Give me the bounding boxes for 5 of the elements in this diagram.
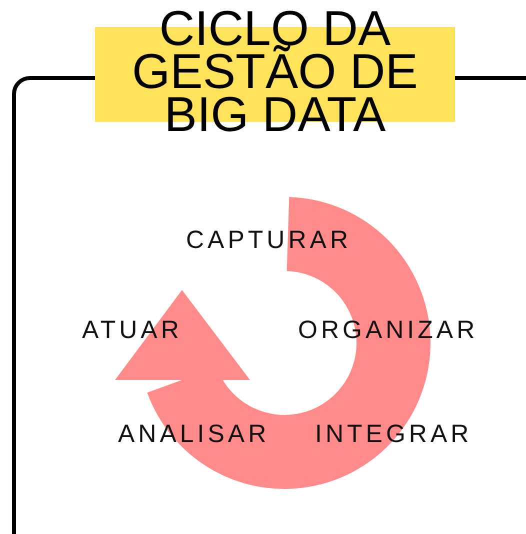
step-label: CAPTURAR bbox=[186, 228, 352, 253]
step-label: ORGANIZAR bbox=[298, 318, 478, 343]
step-label: ATUAR bbox=[82, 318, 182, 343]
step-label: ANALISAR bbox=[118, 422, 270, 447]
step-label: INTEGRAR bbox=[315, 422, 472, 447]
